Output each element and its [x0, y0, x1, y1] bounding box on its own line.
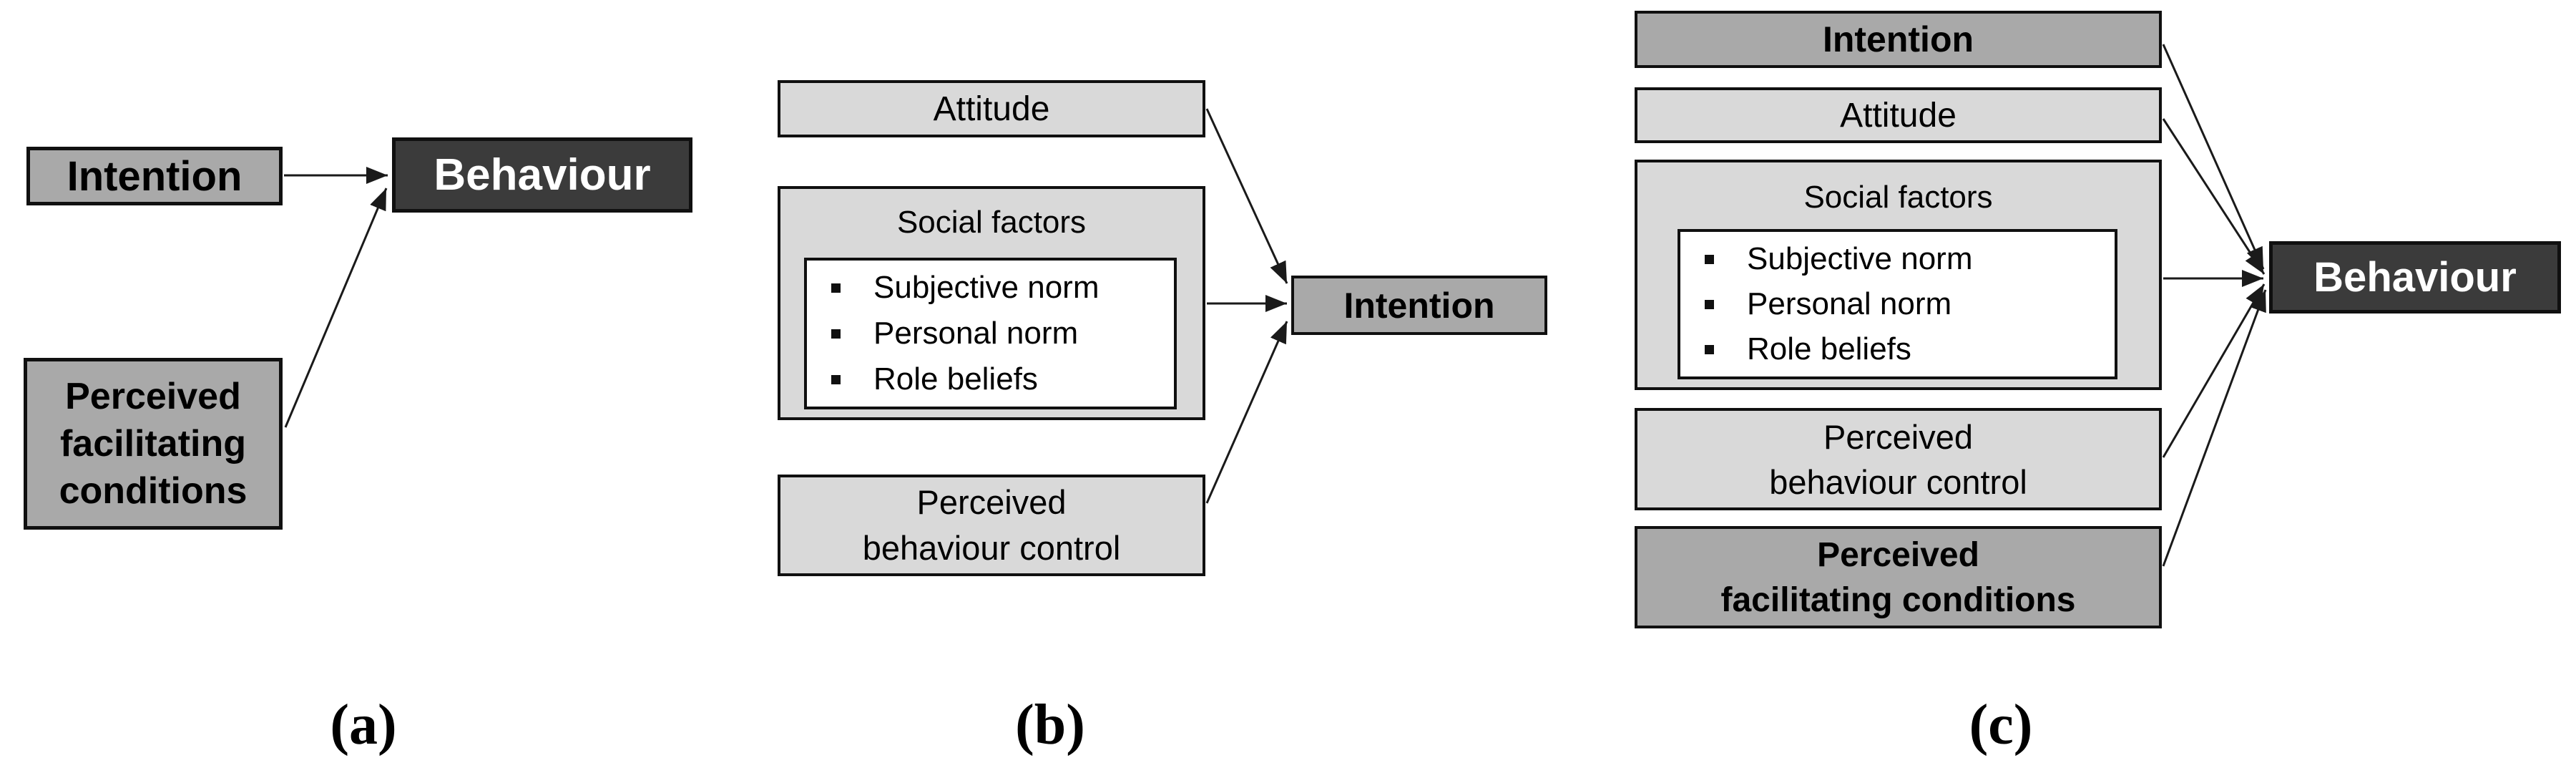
panel-a-caption: (a)	[330, 693, 397, 757]
list-item: Subjective norm	[831, 270, 1174, 306]
panel-c-perceived-facilitating-conditions-box: Perceived facilitating conditions	[1635, 526, 2162, 628]
panel-b-social-factors-label: Social factors	[896, 205, 1087, 240]
square-bullet-icon	[1705, 254, 1714, 264]
list-item-label: Role beliefs	[1747, 331, 1911, 366]
list-item-label: Personal norm	[873, 316, 1079, 351]
square-bullet-icon	[831, 329, 841, 339]
panel-c-caption: (c)	[1969, 693, 2033, 757]
list-item-label: Personal norm	[1747, 286, 1952, 321]
square-bullet-icon	[831, 374, 841, 384]
arrow-b-attitude-to-intention	[1205, 108, 1288, 284]
square-bullet-icon	[831, 283, 841, 293]
panel-b-social-factors-list-box: Subjective norm Personal norm Role belie…	[804, 258, 1177, 409]
panel-b-attitude-box: Attitude	[778, 80, 1205, 137]
list-item-label: Subjective norm	[873, 270, 1100, 305]
list-item: Personal norm	[831, 316, 1174, 351]
panel-c-social-factors-box: Social factors Subjective norm Personal …	[1635, 160, 2162, 390]
panel-b-social-factors-box: Social factors Subjective norm Personal …	[778, 186, 1205, 420]
arrow-c-attitude-to-behaviour	[2162, 118, 2266, 275]
panel-b-perceived-behaviour-control-box: Perceived behaviour control	[778, 475, 1205, 576]
panel-c-intention-box: Intention	[1635, 11, 2162, 68]
square-bullet-icon	[1705, 299, 1714, 309]
list-item-label: Role beliefs	[873, 361, 1038, 397]
list-item-label: Subjective norm	[1747, 241, 1973, 276]
list-item: Subjective norm	[1705, 241, 2115, 277]
arrow-b-pbc-to-intention	[1205, 321, 1288, 504]
panel-c-social-factors-label: Social factors	[1803, 180, 1993, 215]
panel-c-social-factors-list-box: Subjective norm Personal norm Role belie…	[1678, 229, 2117, 379]
panel-b-caption: (b)	[1015, 693, 1085, 757]
arrow-c-pbc-to-behaviour	[2162, 283, 2266, 458]
arrow-a-pfc-to-behaviour	[284, 188, 388, 428]
panel-c-behaviour-box: Behaviour	[2269, 241, 2561, 313]
square-bullet-icon	[1705, 344, 1714, 354]
panel-c-perceived-behaviour-control-box: Perceived behaviour control	[1635, 408, 2162, 510]
arrow-c-intention-to-behaviour	[2162, 44, 2265, 270]
panel-c-attitude-box: Attitude	[1635, 87, 2162, 143]
list-item: Role beliefs	[831, 361, 1174, 397]
arrow-c-pfc-to-behaviour	[2162, 289, 2267, 567]
list-item: Role beliefs	[1705, 331, 2115, 367]
panel-a-behaviour-box: Behaviour	[392, 137, 692, 213]
list-item: Personal norm	[1705, 286, 2115, 322]
panel-a-intention-box: Intention	[26, 147, 283, 205]
panel-a-perceived-facilitating-conditions-box: Perceived facilitating conditions	[24, 358, 283, 530]
panel-b-intention-box: Intention	[1291, 276, 1547, 335]
